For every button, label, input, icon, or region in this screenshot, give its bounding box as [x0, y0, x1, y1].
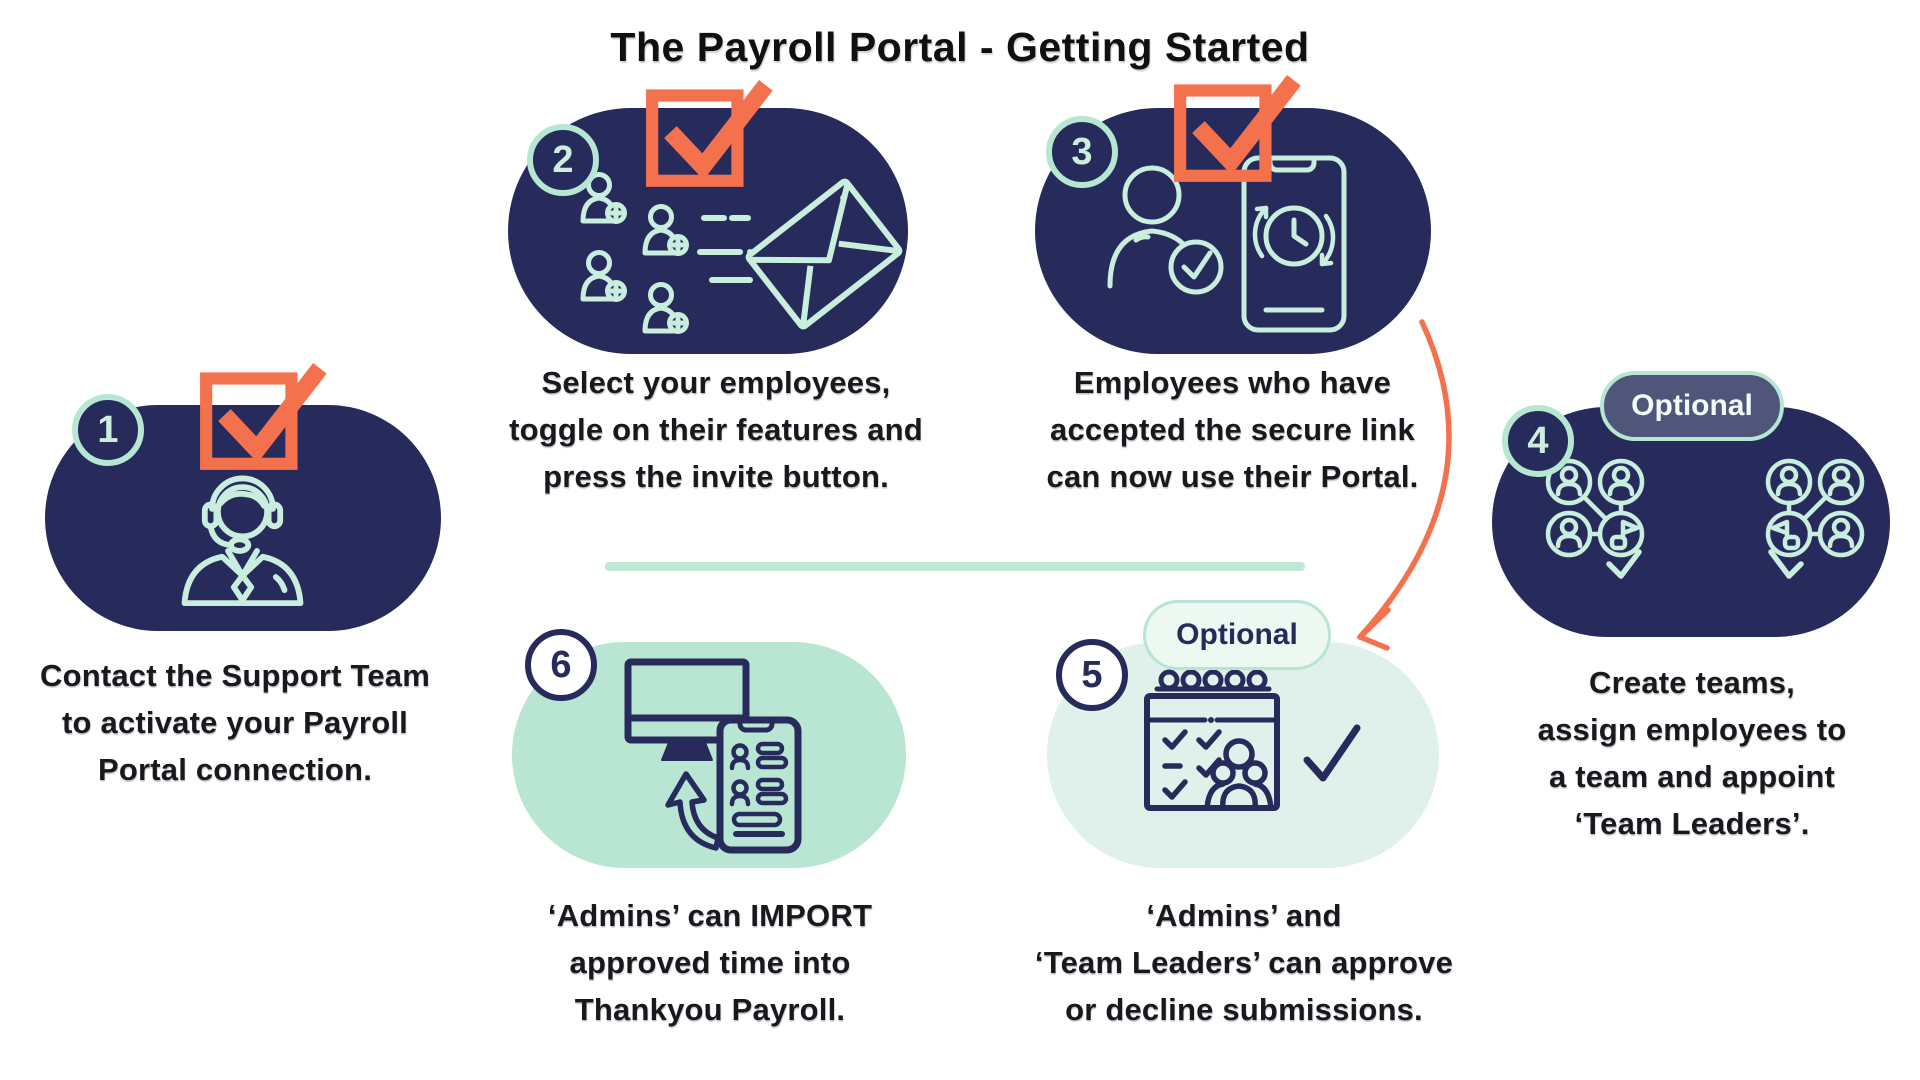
step-6-number-badge: 6: [525, 629, 597, 701]
caption-line: Employees who have: [1073, 365, 1392, 400]
spiral-binding-icon: [1154, 669, 1272, 692]
checked-checkbox-icon: [200, 363, 327, 470]
step-4-optional-badge: Optional: [1600, 371, 1784, 441]
caption-line: ‘Team Leaders’.: [1574, 806, 1810, 841]
caption-line: press the invite button.: [543, 459, 889, 494]
flying-envelope-icon: [745, 178, 903, 330]
step-2-caption: Select your employees, toggle on their f…: [486, 359, 946, 500]
step-6-caption: ‘Admins’ can IMPORT approved time into T…: [490, 892, 930, 1033]
desktop-monitor-icon: [624, 658, 750, 761]
caption-line: Select your employees,: [541, 365, 891, 400]
caption-line: a team and appoint: [1548, 759, 1836, 794]
support-agent-headset-icon: [181, 475, 304, 607]
step-3-number-badge: 3: [1046, 116, 1118, 188]
caption-line: Portal connection.: [97, 752, 373, 787]
checked-checkbox-icon: [1174, 75, 1301, 182]
caption-line: ‘Admins’ can IMPORT: [547, 898, 873, 933]
caption-line: or decline submissions.: [1065, 992, 1423, 1027]
step-5-caption: ‘Admins’ and ‘Team Leaders’ can approve …: [1008, 892, 1480, 1033]
employee-check-icon: [1107, 165, 1224, 295]
caption-line: can now use their Portal.: [1046, 459, 1419, 494]
page-title: The Payroll Portal - Getting Started: [610, 24, 1310, 70]
curved-arrow-icon: [1357, 319, 1452, 651]
caption-line: to activate your Payroll: [62, 705, 408, 740]
caption-line: assign employees to: [1537, 712, 1847, 747]
section-divider: [605, 562, 1305, 571]
phone-clock-icon: [1241, 155, 1347, 333]
employees-plus-icon: [583, 175, 687, 332]
step-1-number-badge: 1: [72, 394, 144, 466]
caption-line: Create teams,: [1589, 665, 1795, 700]
caption-line: Contact the Support Team: [39, 658, 430, 693]
step-5-optional-badge: Optional: [1143, 600, 1331, 670]
caption-line: accepted the secure link: [1050, 412, 1415, 447]
import-up-arrow-icon: [665, 771, 721, 851]
caption-line: approved time into: [569, 945, 851, 980]
team-network-flag-icon: [1535, 448, 1875, 618]
caption-line: ‘Team Leaders’ can approve: [1034, 945, 1454, 980]
caption-line: Thankyou Payroll.: [574, 992, 846, 1027]
caption-line: ‘Admins’ and: [1146, 898, 1342, 933]
step-3-caption: Employees who have accepted the secure l…: [1010, 359, 1455, 500]
import-desktop-phone-icon: [624, 658, 802, 854]
approve-check-icon: [1303, 724, 1361, 782]
employee-check-phone-clock-icon: [1107, 155, 1347, 333]
step-5-number-badge: 5: [1056, 639, 1128, 711]
step-4-number-badge: 4: [1502, 405, 1574, 477]
checked-checkbox-icon: [646, 80, 773, 187]
step-1-caption: Contact the Support Team to activate you…: [15, 652, 455, 793]
calendar-approvals-icon: [1144, 669, 1361, 811]
caption-line: toggle on their features and: [509, 412, 923, 447]
employees-plus-flying-envelope-icon: [572, 168, 903, 344]
people-group-icon: [1204, 738, 1274, 811]
step-2-number-badge: 2: [527, 124, 599, 196]
phone-list-icon: [716, 716, 802, 854]
step-4-caption: Create teams, assign employees to a team…: [1472, 659, 1912, 847]
speed-lines-icon: [697, 215, 753, 283]
